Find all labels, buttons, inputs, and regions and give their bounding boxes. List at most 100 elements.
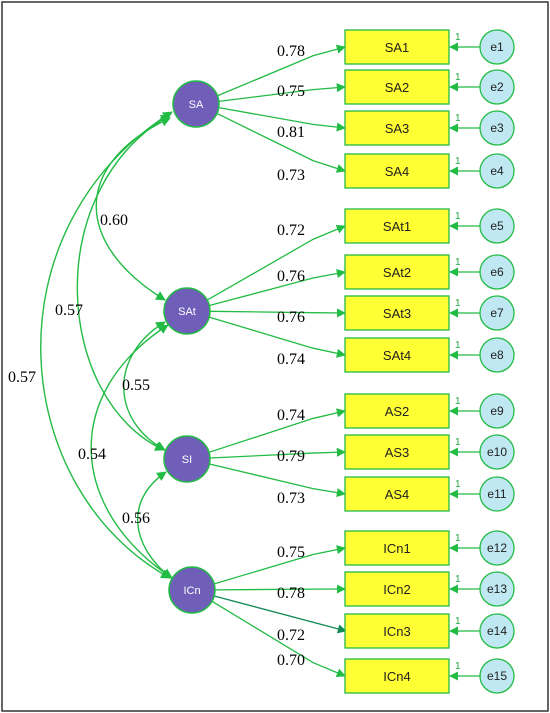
loading-arrow-SAt2 (209, 269, 346, 307)
loading-arrow-SA4 (216, 112, 346, 173)
error-label-e13: e13 (487, 582, 507, 596)
error-label-e8: e8 (490, 348, 504, 362)
latent-circle-SAt (163, 287, 211, 335)
loading-arrow-SAt1 (206, 224, 346, 301)
error-circle-e10 (479, 434, 515, 470)
loading-value-ICn1: 0.75 (277, 544, 305, 561)
latent-label-SAt: SAt (178, 306, 196, 318)
indicator-label-SAt1: SAt1 (383, 219, 411, 234)
loading-arrow-SA3 (218, 107, 346, 132)
loading-value-SA2: 0.75 (277, 83, 305, 100)
indicator-label-SAt3: SAt3 (383, 306, 411, 321)
latent-label-ICn: ICn (183, 585, 200, 597)
fixed-path-label-e12: 1 (455, 533, 461, 544)
fixed-path-label-e11: 1 (455, 479, 461, 490)
latent-circle-ICn (168, 566, 216, 614)
error-circle-e11 (479, 476, 515, 512)
indicator-box-AS3 (344, 434, 450, 470)
loading-arrow-SA1 (217, 44, 346, 97)
error-circle-e13 (479, 571, 515, 607)
loading-arrow-ICn4 (211, 600, 346, 678)
error-label-e9: e9 (490, 404, 504, 418)
indicator-label-SAt4: SAt4 (383, 348, 411, 363)
loading-value-AS3: 0.79 (277, 448, 305, 465)
error-circle-e9 (479, 393, 515, 429)
loading-arrow-AS4 (209, 463, 346, 498)
loading-arrow-SAt3 (209, 308, 346, 318)
fixed-path-label-e3: 1 (455, 113, 461, 124)
indicator-label-SA4: SA4 (385, 164, 410, 179)
error-circle-e3 (479, 110, 515, 146)
loading-value-SAt3: 0.76 (277, 309, 305, 326)
indicator-box-SAt3 (344, 295, 450, 331)
fixed-path-label-e4: 1 (455, 156, 461, 167)
indicator-box-AS4 (344, 476, 450, 512)
indicator-box-SAt4 (344, 337, 450, 373)
error-label-e5: e5 (490, 219, 504, 233)
latent-label-SA: SA (189, 99, 204, 111)
error-label-e10: e10 (487, 445, 507, 459)
correlation-arrow-SAt-ICn (90, 324, 173, 579)
error-label-e7: e7 (490, 306, 504, 320)
indicator-box-SA1 (344, 29, 450, 65)
error-circle-e7 (479, 295, 515, 331)
loading-arrow-AS3 (209, 447, 346, 459)
latent-circle-SA (172, 80, 220, 128)
indicator-box-SAt2 (344, 254, 450, 290)
indicator-label-SA2: SA2 (385, 80, 410, 95)
indicator-label-ICn1: ICn1 (383, 541, 410, 556)
indicator-label-ICn4: ICn4 (383, 669, 410, 684)
fixed-path-label-e7: 1 (455, 298, 461, 309)
loading-arrow-SAt4 (208, 316, 346, 358)
error-label-e3: e3 (490, 121, 504, 135)
indicator-label-AS4: AS4 (385, 487, 410, 502)
indicator-box-SA3 (344, 110, 450, 146)
loading-value-SA4: 0.73 (277, 167, 305, 184)
error-label-e1: e1 (490, 40, 504, 54)
correlation-arrow-SAt-SI (123, 321, 166, 451)
loading-value-ICn4: 0.70 (277, 652, 305, 669)
loading-arrow-SA2 (218, 83, 346, 103)
correlation-arrow-SA-SI (76, 114, 171, 451)
correlation-value-SI-ICn: 0.56 (122, 510, 150, 527)
error-label-e15: e15 (487, 669, 507, 683)
error-circle-e5 (479, 208, 515, 244)
correlation-value-SA-ICn: 0.57 (8, 369, 36, 386)
loading-value-ICn2: 0.78 (277, 585, 305, 602)
error-circle-e6 (479, 254, 515, 290)
loading-arrow-ICn2 (214, 584, 346, 594)
indicator-label-SAt2: SAt2 (383, 265, 411, 280)
correlation-value-SA-SAt: 0.60 (100, 212, 128, 229)
error-label-e11: e11 (487, 487, 506, 501)
error-circle-e12 (479, 530, 515, 566)
latent-circle-SI (163, 435, 211, 483)
indicator-label-AS3: AS3 (385, 445, 410, 460)
fixed-path-label-e2: 1 (455, 72, 461, 83)
fixed-path-label-e13: 1 (455, 574, 461, 585)
latent-label-SI: SI (182, 454, 192, 466)
error-circle-e14 (479, 613, 515, 649)
error-label-e6: e6 (490, 265, 504, 279)
loading-value-AS4: 0.73 (277, 490, 305, 507)
indicator-box-ICn4 (344, 658, 450, 694)
loading-layer: 0.780.750.810.730.720.760.760.740.740.79… (206, 43, 347, 678)
error-label-e12: e12 (487, 541, 507, 555)
fixed-path-label-e15: 1 (455, 661, 461, 672)
error-label-e4: e4 (490, 164, 504, 178)
loading-arrow-ICn3 (214, 595, 347, 634)
loading-value-SAt4: 0.74 (277, 351, 305, 368)
loading-value-AS2: 0.74 (277, 407, 305, 424)
fixed-path-label-e8: 1 (455, 340, 461, 351)
indicator-label-SA3: SA3 (385, 121, 410, 136)
fixed-path-label-e1: 1 (455, 32, 461, 43)
fixed-path-label-e5: 1 (455, 211, 461, 222)
error-circle-e8 (479, 337, 515, 373)
loading-arrow-AS2 (208, 408, 346, 453)
fixed-path-label-e10: 1 (455, 437, 461, 448)
indicator-label-ICn2: ICn2 (383, 582, 410, 597)
error-label-e2: e2 (490, 80, 504, 94)
loading-value-SAt1: 0.72 (277, 222, 305, 239)
